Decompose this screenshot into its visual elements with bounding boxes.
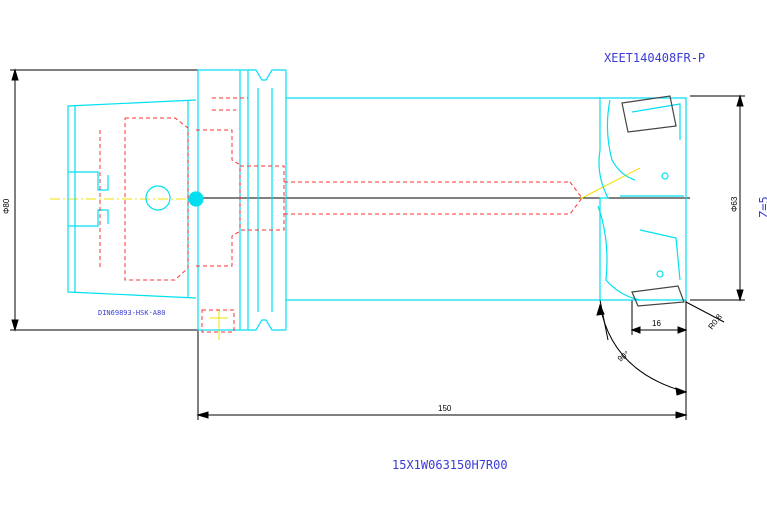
shank-diameter-dim: Φ80 bbox=[2, 198, 11, 214]
cut-depth-dim: 16 bbox=[652, 319, 661, 328]
part-number-label: 15X1W063150H7R00 bbox=[392, 458, 508, 472]
cutter-diameter-dim: Φ63 bbox=[730, 196, 739, 212]
corner-radius-dim: R0.8 bbox=[706, 312, 724, 331]
hidden-features bbox=[99, 97, 583, 333]
tool-outline bbox=[67, 69, 687, 331]
dimension-lines bbox=[10, 68, 745, 420]
holder-standard-label: DIN69893-HSK-A80 bbox=[98, 309, 165, 317]
insert-outline bbox=[621, 95, 685, 307]
insert-code-label: XEET140408FR-P bbox=[604, 51, 705, 65]
teeth-count-label: Z=5 bbox=[757, 196, 767, 218]
overall-length-dim: 150 bbox=[438, 404, 452, 413]
